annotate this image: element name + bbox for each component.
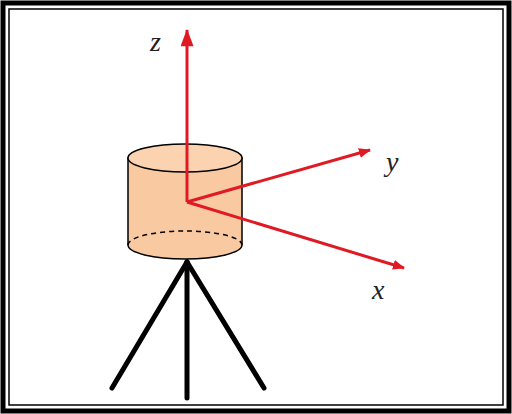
axis-label: x [372, 276, 384, 304]
inner-frame [9, 9, 503, 405]
outer-frame [3, 3, 509, 411]
cylinder-body [128, 158, 242, 259]
tripod [112, 262, 264, 398]
coordinate-axes [187, 30, 404, 268]
axis-label: y [386, 148, 398, 176]
axis-label: z [150, 28, 161, 56]
cylinder-top [128, 144, 242, 172]
cylinder-hidden-edge [128, 231, 242, 245]
